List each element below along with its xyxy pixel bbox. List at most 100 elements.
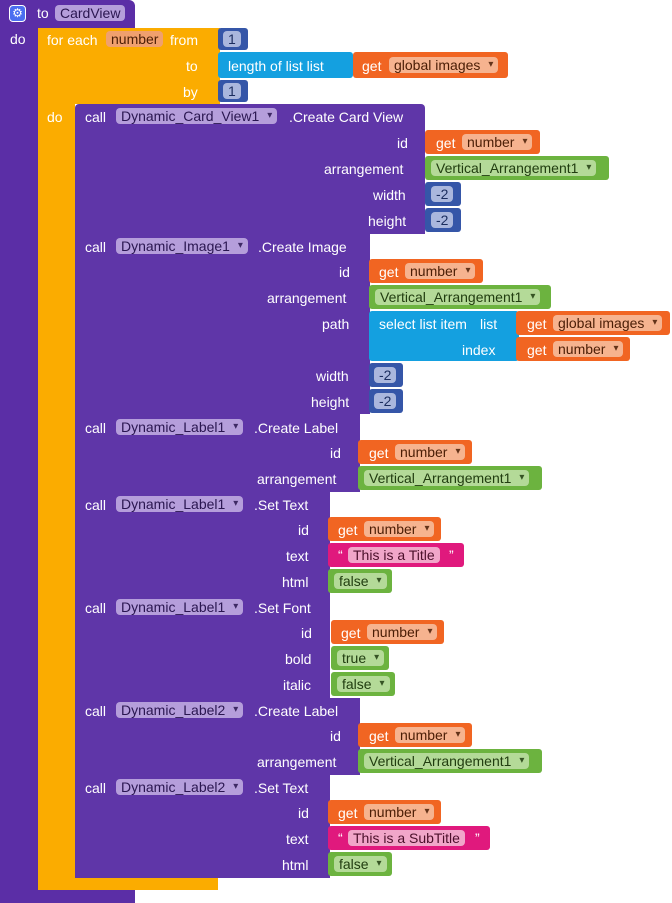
label1-set-text-id-dropdown[interactable]: number <box>364 521 435 537</box>
quote-open: “ <box>338 547 343 563</box>
card-view-method-label: .Create Card View <box>289 109 404 125</box>
label2-create-id-dropdown[interactable]: number <box>395 727 466 743</box>
get-label: get <box>341 625 361 641</box>
image-width-value[interactable]: -2 <box>374 367 397 383</box>
procedure-name[interactable]: CardView <box>55 5 126 21</box>
card-view-arrangement-label: arrangement <box>324 161 404 177</box>
quote-open: “ <box>338 830 343 846</box>
procedure-body-bar <box>0 0 38 903</box>
label2-create-arrangement-dropdown[interactable]: Vertical_Arrangement1 <box>364 753 530 769</box>
for-each-do-label: do <box>47 109 63 125</box>
call-label: call <box>85 420 107 436</box>
global-images-dropdown[interactable]: global images <box>389 57 499 73</box>
image-arrangement-label: arrangement <box>267 290 347 306</box>
label1-bold-dropdown[interactable]: true <box>337 650 385 666</box>
label1-create-component-dropdown[interactable]: Dynamic_Label1 <box>116 419 244 435</box>
card-view-width-value[interactable]: -2 <box>431 186 454 202</box>
label1-set-font-method-label: .Set Font <box>254 600 311 616</box>
length-of-list-label: length of list list <box>228 58 324 74</box>
label1-set-text-html-label: html <box>282 574 309 590</box>
for-each-body-bar <box>38 104 75 881</box>
procedure-do-label: do <box>10 31 26 47</box>
quote-close: ” <box>449 547 454 563</box>
label1-html-dropdown[interactable]: false <box>334 573 387 589</box>
get-label: get <box>369 728 389 744</box>
get-label: get <box>527 316 547 332</box>
card-view-height-label: height <box>368 213 407 229</box>
image-id-dropdown[interactable]: number <box>405 263 476 279</box>
label1-set-font-id-dropdown[interactable]: number <box>367 624 438 640</box>
label2-create-method-label: .Create Label <box>254 703 339 719</box>
select-list-item-list-label: list <box>480 316 498 332</box>
call-create-card-view-block[interactable] <box>75 104 425 234</box>
image-arrangement-dropdown[interactable]: Vertical_Arrangement1 <box>375 289 541 305</box>
for-each-bottom <box>38 878 218 890</box>
for-each-by-label: by <box>183 84 198 100</box>
label2-create-component-dropdown[interactable]: Dynamic_Label2 <box>116 702 244 718</box>
call-label: call <box>85 497 107 513</box>
label1-set-text-component-dropdown[interactable]: Dynamic_Label1 <box>116 496 244 512</box>
select-list-item-label: select list item <box>379 316 467 332</box>
label2-set-text-text-label: text <box>286 831 309 847</box>
image-method-label: .Create Image <box>258 239 347 255</box>
label1-set-text-text-label: text <box>286 548 309 564</box>
label2-html-dropdown[interactable]: false <box>334 856 387 872</box>
card-view-width-label: width <box>373 187 406 203</box>
image-height-label: height <box>311 394 350 410</box>
get-label: get <box>338 805 358 821</box>
length-of-list-block[interactable] <box>218 52 353 78</box>
image-path-label: path <box>322 316 350 332</box>
label1-set-font-id-label: id <box>301 625 312 641</box>
card-view-id-label: id <box>397 135 408 151</box>
label2-create-id-label: id <box>330 728 341 744</box>
by-number-value[interactable]: 1 <box>223 83 241 99</box>
for-each-label: for each <box>47 32 98 48</box>
label1-italic-dropdown[interactable]: false <box>337 676 390 692</box>
card-view-height-value[interactable]: -2 <box>431 212 454 228</box>
label1-create-arrangement-label: arrangement <box>257 471 337 487</box>
label1-create-id-dropdown[interactable]: number <box>395 444 466 460</box>
call-create-image-block[interactable] <box>75 234 370 414</box>
path-list-dropdown[interactable]: global images <box>553 315 663 331</box>
select-list-item-block[interactable] <box>369 311 519 361</box>
label2-create-arrangement-label: arrangement <box>257 754 337 770</box>
select-list-item-index-label: index <box>462 342 496 358</box>
label1-create-arrangement-dropdown[interactable]: Vertical_Arrangement1 <box>364 470 530 486</box>
label1-create-id-label: id <box>330 445 341 461</box>
call-label: call <box>85 780 107 796</box>
get-label: get <box>527 342 547 358</box>
get-label: get <box>338 522 358 538</box>
label1-set-font-bold-label: bold <box>285 651 312 667</box>
get-label: get <box>379 264 399 280</box>
label2-set-text-id-label: id <box>298 805 309 821</box>
call-label: call <box>85 239 107 255</box>
label2-set-text-method-label: .Set Text <box>254 780 309 796</box>
label1-text-value[interactable]: This is a Title <box>348 547 440 563</box>
get-label: get <box>362 58 382 74</box>
card-view-arrangement-dropdown[interactable]: Vertical_Arrangement1 <box>431 160 597 176</box>
image-id-label: id <box>339 264 350 280</box>
for-each-to-label: to <box>186 58 198 74</box>
label2-set-text-component-dropdown[interactable]: Dynamic_Label2 <box>116 779 244 795</box>
label2-set-text-id-dropdown[interactable]: number <box>364 804 435 820</box>
card-view-id-dropdown[interactable]: number <box>462 134 533 150</box>
for-each-from-label: from <box>170 32 198 48</box>
label2-text-value[interactable]: This is a SubTitle <box>348 830 465 846</box>
call-label: call <box>85 109 107 125</box>
image-component-dropdown[interactable]: Dynamic_Image1 <box>116 238 248 254</box>
label1-set-font-component-dropdown[interactable]: Dynamic_Label1 <box>116 599 244 615</box>
gear-icon[interactable]: ⚙ <box>9 5 26 22</box>
get-label: get <box>369 445 389 461</box>
from-number-value[interactable]: 1 <box>223 31 241 47</box>
procedure-to-label: to <box>37 5 49 21</box>
label2-set-text-html-label: html <box>282 857 309 873</box>
for-each-variable[interactable]: number <box>106 31 164 47</box>
image-width-label: width <box>316 368 349 384</box>
label1-set-text-id-label: id <box>298 522 309 538</box>
procedure-bottom <box>0 890 135 903</box>
get-label: get <box>436 135 456 151</box>
card-view-component-dropdown[interactable]: Dynamic_Card_View1 <box>116 108 278 124</box>
image-height-value[interactable]: -2 <box>374 393 397 409</box>
label1-set-text-method-label: .Set Text <box>254 497 309 513</box>
path-index-dropdown[interactable]: number <box>553 341 624 357</box>
